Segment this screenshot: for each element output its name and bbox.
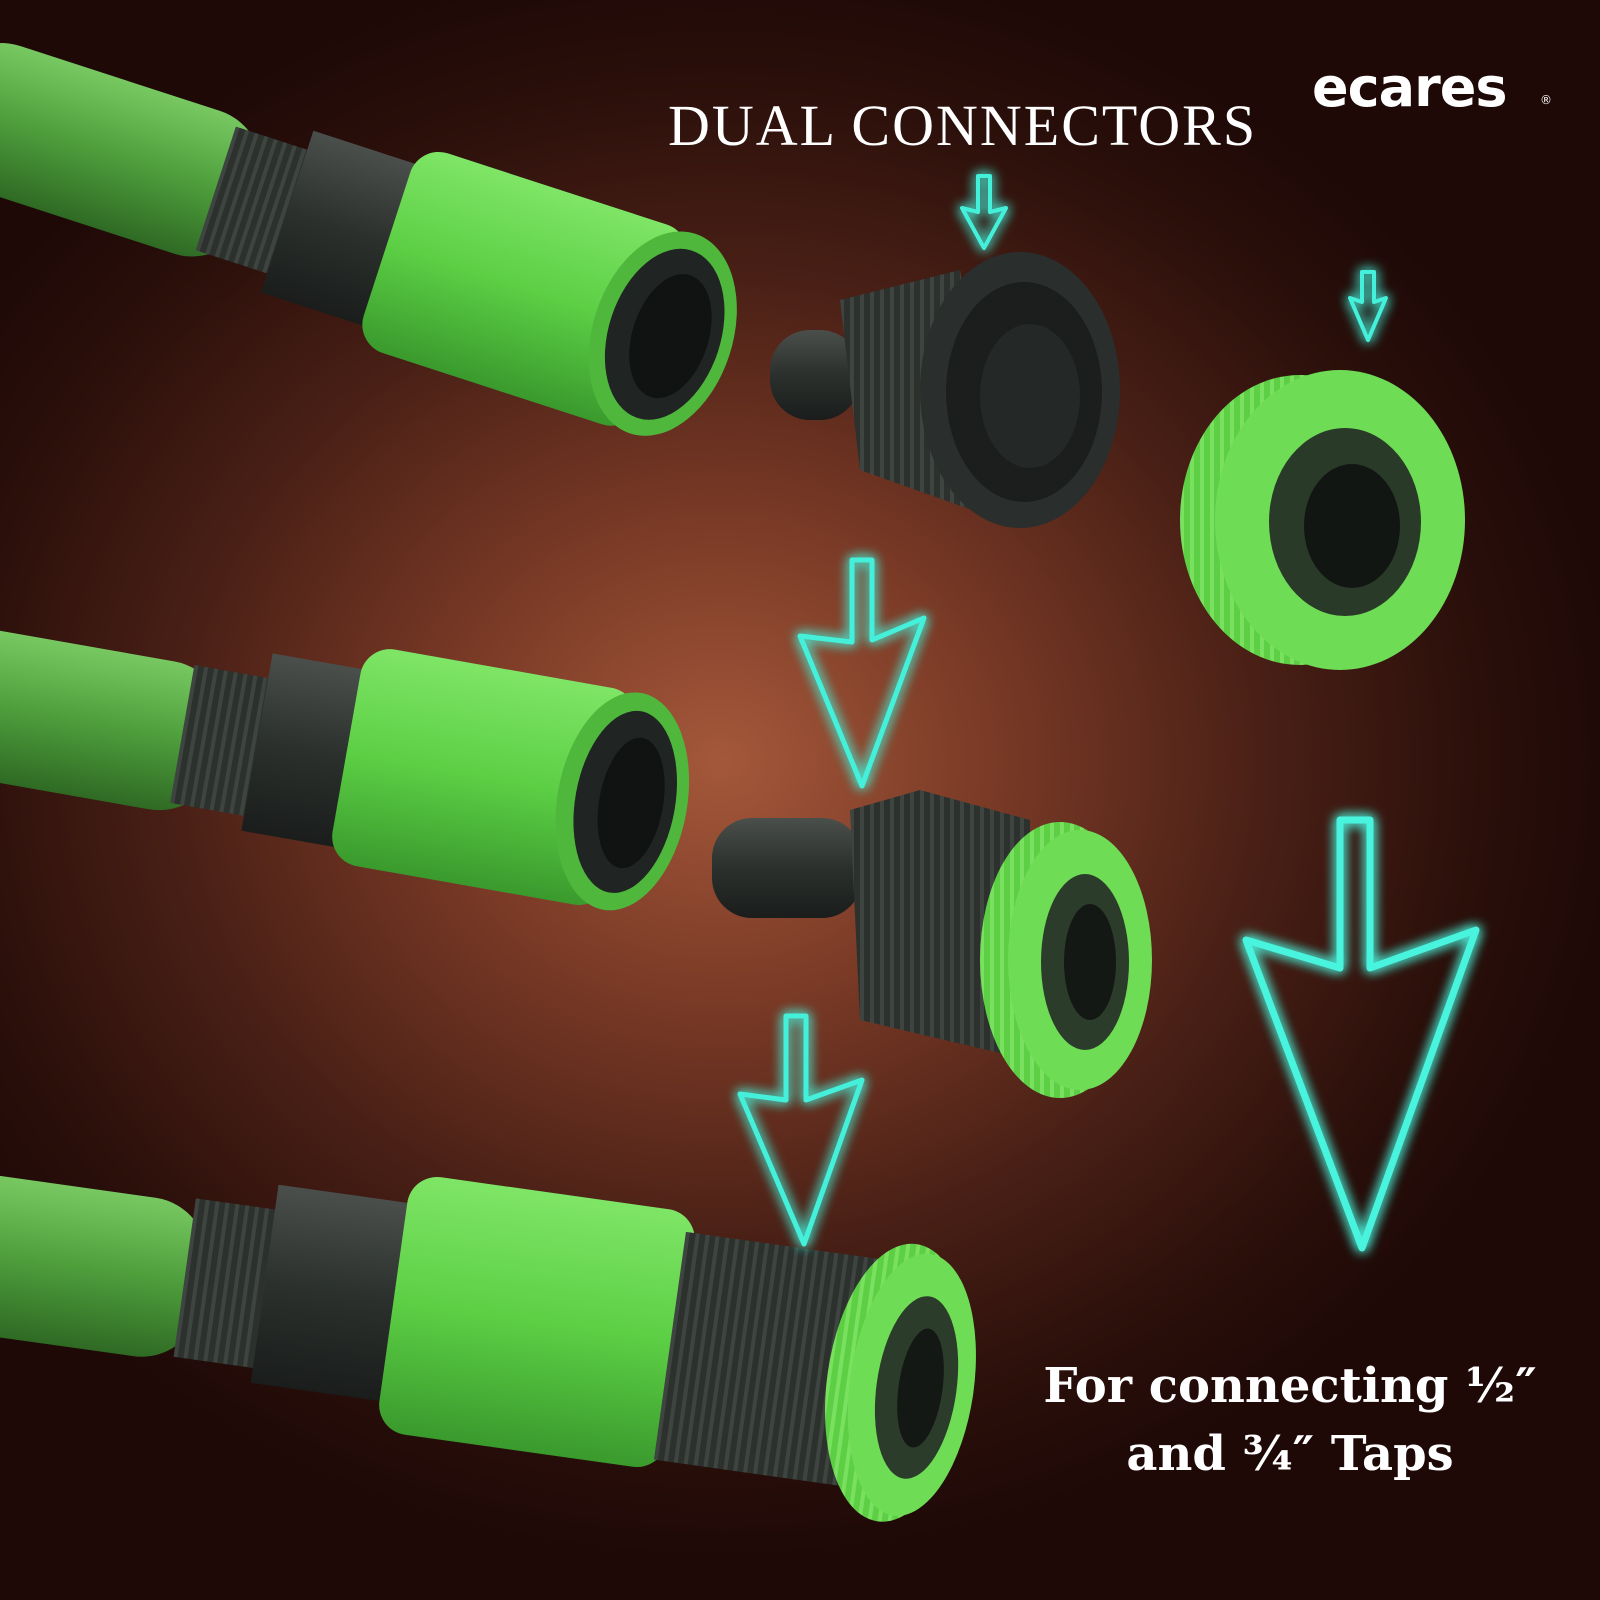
tap-adapter-black <box>770 252 1120 528</box>
down-arrow-icon <box>1348 270 1388 342</box>
tap-adapter-assembled <box>712 790 1152 1098</box>
caption-line-2: and ¾″ Taps <box>1126 1426 1454 1482</box>
down-arrow-icon <box>797 557 927 789</box>
hose-bottom-connected <box>0 1174 976 1522</box>
down-arrow-icon <box>737 1013 865 1247</box>
hose-middle <box>0 629 690 911</box>
caption: For connecting ½″ and ¾″ Taps <box>1040 1352 1540 1488</box>
registered-mark: ® <box>1540 93 1552 107</box>
down-arrow-icon <box>1242 816 1480 1252</box>
reducer-ring-green <box>1180 370 1465 670</box>
hose-top <box>0 43 737 436</box>
headline: DUAL CONNECTORS <box>668 93 1258 158</box>
caption-line-1: For connecting ½″ <box>1043 1358 1537 1414</box>
down-arrow-icon <box>960 174 1008 250</box>
brand-logo: ecares <box>1312 56 1507 119</box>
